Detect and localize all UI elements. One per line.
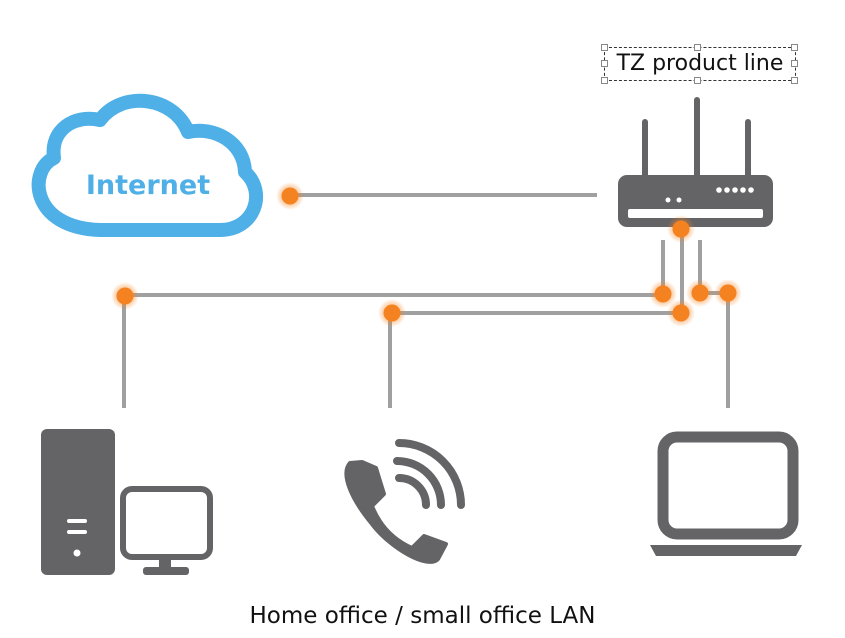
resize-handle-middle-left[interactable] (601, 60, 608, 67)
cloud-label: Internet (86, 170, 210, 201)
router-icon (618, 97, 773, 227)
resize-handle-bottom-center[interactable] (694, 77, 701, 84)
resize-handle-top-right[interactable] (791, 44, 798, 51)
connection-node (672, 304, 690, 322)
connection-node (654, 285, 672, 303)
connection-nodes (111, 182, 742, 327)
desktop-computer-icon (41, 429, 213, 575)
resize-handle-middle-right[interactable] (791, 60, 798, 67)
resize-handle-top-left[interactable] (601, 44, 608, 51)
diagram-canvas: Internet (31, 93, 802, 575)
voip-phone-icon (344, 439, 465, 564)
connection-lines (122, 193, 730, 408)
diagram-caption: Home office / small office LAN (249, 603, 596, 629)
router-label[interactable]: TZ product line (604, 47, 796, 81)
laptop-icon (650, 431, 802, 556)
resize-handle-bottom-right[interactable] (791, 77, 798, 84)
connection-node (691, 284, 709, 302)
connection-node (383, 304, 401, 322)
connection-node (281, 187, 299, 205)
resize-handle-top-center[interactable] (694, 44, 701, 51)
connection-node (116, 287, 134, 305)
resize-handle-bottom-left[interactable] (601, 77, 608, 84)
connection-node (672, 220, 690, 238)
cloud-icon: Internet (31, 93, 264, 237)
connection-node (719, 284, 737, 302)
